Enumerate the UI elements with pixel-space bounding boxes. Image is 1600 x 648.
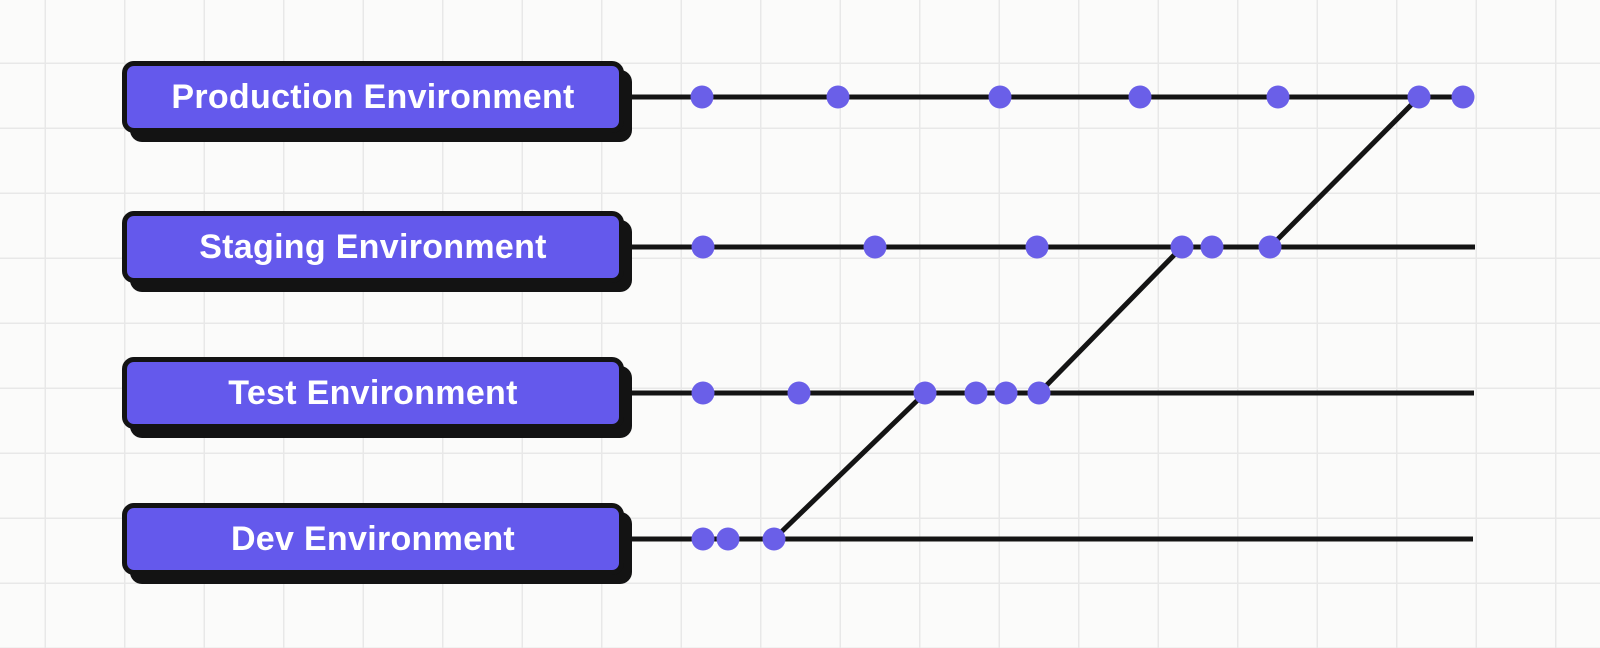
commit-dot xyxy=(826,85,850,109)
commit-dot xyxy=(1407,85,1431,109)
commit-dot xyxy=(1266,85,1290,109)
commit-dot xyxy=(1128,85,1152,109)
commit-dot xyxy=(691,381,715,405)
commit-dot xyxy=(913,381,937,405)
commit-dot xyxy=(988,85,1012,109)
commit-dot xyxy=(691,235,715,259)
commit-dot xyxy=(964,381,988,405)
commit-dot xyxy=(1451,85,1475,109)
commit-dot xyxy=(1170,235,1194,259)
commit-dot xyxy=(1258,235,1282,259)
lane-label-production: Production Environment xyxy=(122,61,624,133)
commit-dot xyxy=(762,527,786,551)
lane-label-text: Production Environment xyxy=(171,77,575,116)
promotion-connector-dev-to-test xyxy=(772,391,927,541)
lane-label-dev: Dev Environment xyxy=(122,503,624,575)
promotion-connector-staging-to-production xyxy=(1268,95,1421,249)
lane-label-text: Test Environment xyxy=(228,373,518,412)
lane-label-test: Test Environment xyxy=(122,357,624,429)
lane-label-text: Dev Environment xyxy=(230,519,516,558)
commit-dot xyxy=(994,381,1018,405)
commit-dot xyxy=(690,85,714,109)
commit-dot xyxy=(1027,381,1051,405)
lane-label-staging: Staging Environment xyxy=(122,211,624,283)
commit-dot xyxy=(787,381,811,405)
commit-dot xyxy=(1200,235,1224,259)
commit-dot xyxy=(863,235,887,259)
commit-dot xyxy=(1025,235,1049,259)
commit-dot xyxy=(716,527,740,551)
lane-label-text: Staging Environment xyxy=(199,227,547,266)
commit-dot xyxy=(691,527,715,551)
promotion-connector-test-to-staging xyxy=(1037,245,1184,395)
